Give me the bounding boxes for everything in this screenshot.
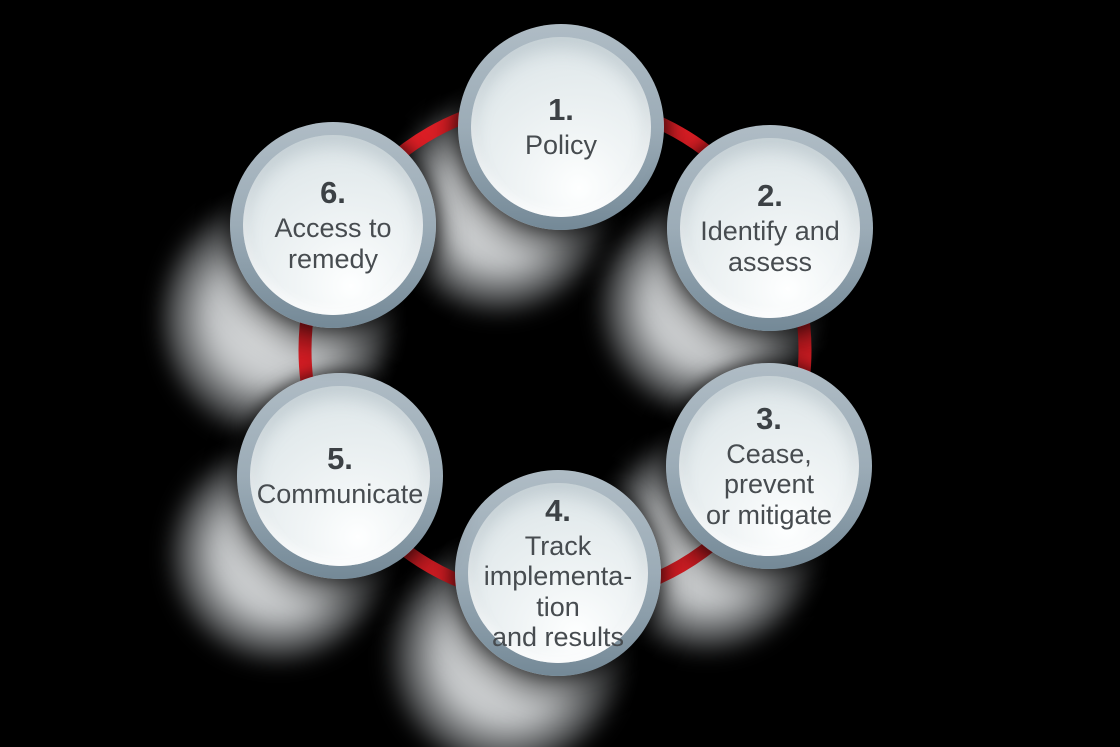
step-1-face: 1. Policy <box>471 37 651 217</box>
step-label: Cease, prevent or mitigate <box>705 439 833 530</box>
step-4-face: 4. Track implementa- tion and results <box>468 483 648 663</box>
step-5-face: 5. Communicate <box>250 386 430 566</box>
step-number: 6. <box>320 175 346 211</box>
step-number: 4. <box>545 492 571 528</box>
step-5-circle: 5. Communicate <box>237 373 443 579</box>
step-number: 1. <box>548 92 574 128</box>
step-label: Access to remedy <box>274 213 392 274</box>
step-label: Track implementa- tion and results <box>483 531 633 652</box>
step-label: Policy <box>524 130 598 161</box>
step-3-circle: 3. Cease, prevent or mitigate <box>666 363 872 569</box>
step-label: Identify and assess <box>700 216 840 277</box>
step-2-circle: 2. Identify and assess <box>667 125 873 331</box>
step-number: 2. <box>757 178 783 214</box>
step-1-circle: 1. Policy <box>458 24 664 230</box>
step-4-circle: 4. Track implementa- tion and results <box>455 470 661 676</box>
step-6-circle: 6. Access to remedy <box>230 122 436 328</box>
step-number: 5. <box>327 441 353 477</box>
step-number: 3. <box>756 401 782 437</box>
step-6-face: 6. Access to remedy <box>243 135 423 315</box>
step-3-face: 3. Cease, prevent or mitigate <box>679 376 859 556</box>
step-label: Communicate <box>256 479 424 510</box>
step-2-face: 2. Identify and assess <box>680 138 860 318</box>
